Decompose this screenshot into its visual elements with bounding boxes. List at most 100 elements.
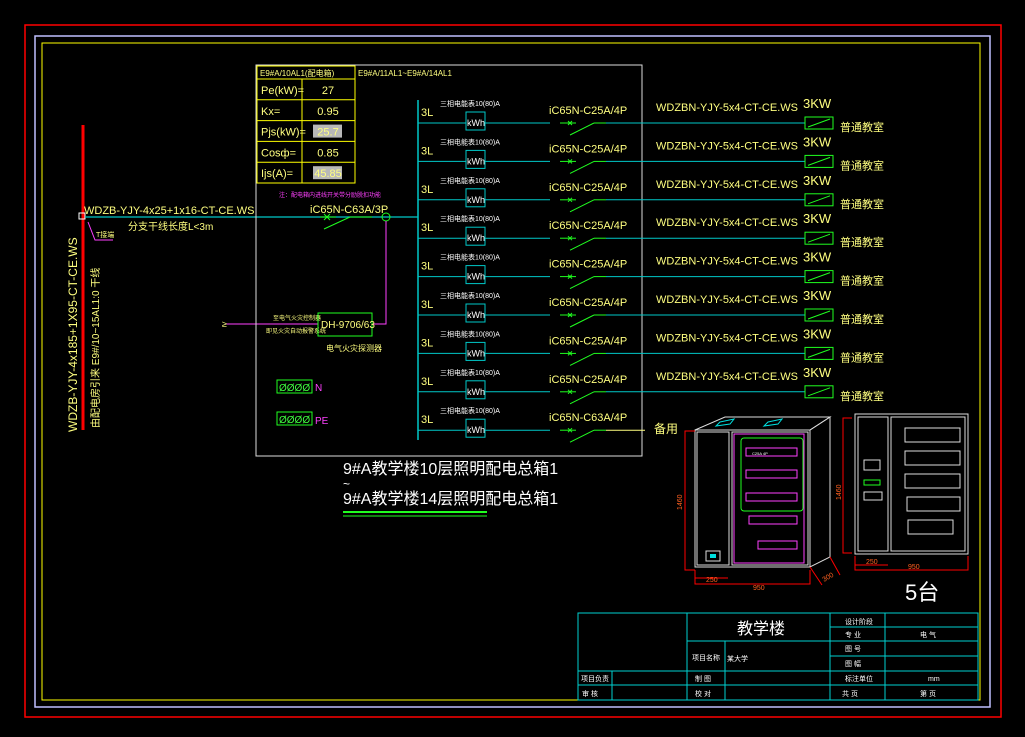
dim-depth: 300 (822, 572, 836, 584)
monitor-wire (372, 221, 387, 325)
project-title: 教学楼 (737, 620, 785, 638)
tap-leader (87, 221, 113, 241)
power-label: 3KW (803, 211, 832, 226)
breaker-switch-symbol (560, 235, 606, 251)
meter-label: 三相电能表10(80)A (440, 329, 500, 338)
circuit-list: 3L 三相电能表10(80)A kWh iC65N-C25A/4P WDZBN-YJY-… (418, 96, 884, 443)
load-label: 普通教室 (840, 274, 884, 288)
meter-label: 三相电能表10(80)A (440, 368, 500, 377)
power-label: 3KW (803, 173, 832, 188)
phase-label: 3L (421, 414, 433, 426)
dim-width-total: 950 (753, 585, 765, 592)
table-frame (256, 65, 356, 184)
frame-middle (34, 35, 991, 708)
load-label: 普通教室 (840, 158, 884, 172)
box-title-1: 9#A教学楼10层照明配电总箱1 (343, 460, 558, 478)
table-header: E9#A/10AL1(配电箱) (260, 68, 335, 78)
meter-box-label: kWh (467, 272, 485, 282)
meter-label: 三相电能表10(80)A (440, 214, 500, 223)
table-value: 0.85 (317, 147, 338, 159)
table-label: Pjs(kW)= (261, 127, 306, 139)
review-label: 审 核 (582, 689, 598, 698)
load-symbol-diagonal (807, 118, 831, 128)
phase-label: 3L (421, 337, 433, 349)
box-range-label: E9#A/11AL1~E9#A/14AL1 (358, 69, 452, 78)
table-value: 45.85 (314, 168, 342, 180)
sheet-label: 共 页 (842, 689, 858, 698)
discipline-label: 专 业 (845, 630, 861, 639)
main-breaker-symbol (320, 213, 372, 230)
load-label: 普通教室 (840, 389, 884, 403)
energy-meter-box (465, 188, 486, 208)
load-symbol-diagonal (807, 195, 831, 205)
breaker-switch-symbol (560, 197, 606, 213)
breaker-switch-symbol (560, 274, 606, 290)
outgoing-cable: WDZBN-YJY-5x4-CT-CE.WS (656, 179, 798, 191)
outgoing-cable: WDZBN-YJY-5x4-CT-CE.WS (656, 140, 798, 152)
dim-height-front: 1460 (677, 494, 684, 510)
meter-box-label: kWh (467, 233, 485, 243)
load-label: 普通教室 (840, 197, 884, 211)
power-label: 3KW (803, 134, 832, 149)
load-symbol-diagonal (807, 387, 831, 397)
power-label: 3KW (803, 365, 832, 380)
outgoing-cable: WDZBN-YJY-5x4-CT-CE.WS (656, 294, 798, 306)
load-label: 普通教室 (840, 235, 884, 249)
frame-outer (24, 24, 1002, 718)
breaker-label: iC65N-C25A/4P (549, 335, 627, 347)
energy-meter-box (465, 303, 486, 323)
load-symbol (804, 231, 834, 245)
breaker-label: iC65N-C25A/4P (549, 297, 627, 309)
breaker-switch-symbol (560, 389, 606, 405)
outgoing-cable: WDZBN-YJY-5x4-CT-CE.WS (656, 102, 798, 114)
energy-meter-box (465, 380, 486, 400)
table-value: 0.95 (317, 106, 338, 118)
arrow-symbol: ≥ (222, 319, 227, 329)
monitor-note-2: 即见火灾自动报警系统 (266, 327, 326, 335)
monitor-note-1: 至电气火灾控制器 (273, 314, 321, 322)
breaker-tag: C25A 4P (752, 451, 768, 456)
tap-label: T接端 (96, 230, 114, 239)
energy-meter-box (465, 226, 486, 246)
breaker-label: iC65N-C25A/4P (549, 220, 627, 232)
breaker-label: iC65N-C25A/4P (549, 374, 627, 386)
meter-label: 三相电能表10(80)A (440, 137, 500, 146)
cabinet-front-elevation (684, 416, 841, 586)
breaker-switch-symbol (560, 312, 606, 328)
box-title-tilde: ~ (343, 477, 350, 491)
meter-label: 三相电能表10(80)A (440, 176, 500, 185)
fire-monitor-box (317, 312, 373, 337)
meter-label: 三相电能表10(80)A (440, 406, 500, 415)
meter-box-label: kWh (467, 348, 485, 358)
meter-label: 三相电能表10(80)A (440, 99, 500, 108)
breaker-switch-symbol (560, 351, 606, 366)
standard-label: 标注单位 (845, 674, 873, 683)
dim-side-total: 950 (908, 564, 920, 571)
phase-label: 3L (421, 376, 433, 388)
breaker-label: iC65N-C25A/4P (549, 182, 627, 194)
load-table: E9#A/10AL1(配电箱)Pe(kW)=27Kx=0.95Pjs(kW)=2… (256, 65, 356, 184)
load-symbol (804, 385, 834, 399)
box-title-2: 9#A教学楼14层照明配电总箱1 (343, 490, 558, 508)
breaker-label: iC65N-C25A/4P (549, 143, 627, 155)
load-label: 备用 (654, 422, 678, 436)
dim-width-left: 250 (706, 577, 718, 584)
load-symbol-diagonal (807, 272, 831, 282)
load-symbol-diagonal (807, 348, 831, 358)
outgoing-cable: WDZBN-YJY-5x4-CT-CE.WS (656, 332, 798, 344)
energy-meter-box (465, 265, 486, 285)
drawn-label: 制 图 (695, 674, 711, 683)
table-label: Ijs(A)= (261, 168, 293, 180)
load-symbol (804, 116, 834, 130)
outgoing-cable: WDZBN-YJY-5x4-CT-CE.WS (656, 256, 798, 268)
pe-label: PE (315, 416, 329, 427)
meter-label: 三相电能表10(80)A (440, 253, 500, 262)
dim-height-side: 1460 (836, 484, 843, 500)
